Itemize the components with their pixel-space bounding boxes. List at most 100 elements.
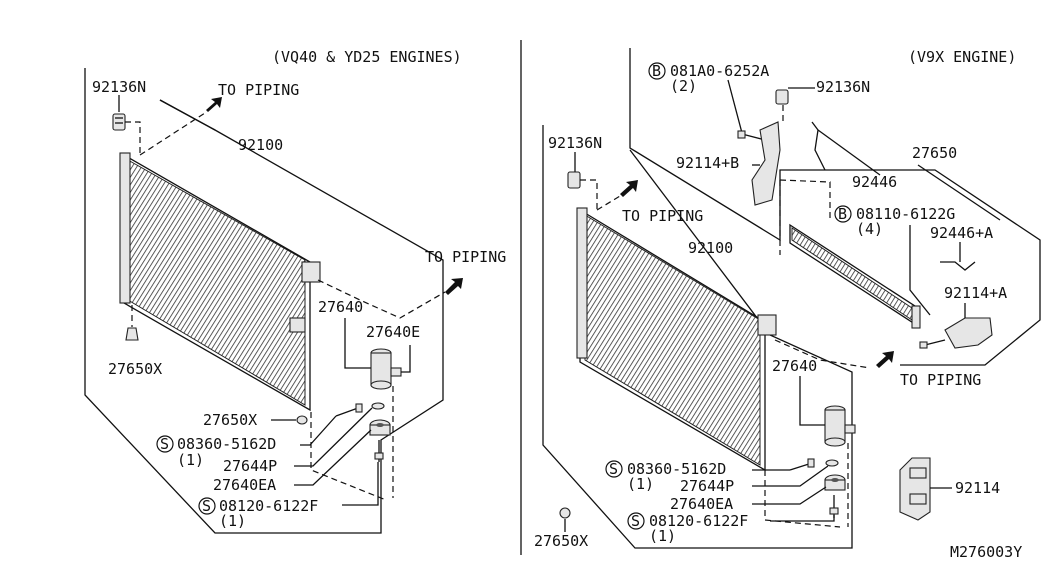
right-bolt-marker-08110-letter: B <box>838 205 847 223</box>
right-label-92114A: 92114+A <box>944 284 1007 302</box>
right-washer-27644P-icon <box>825 459 839 467</box>
left-label-08360-qty: (1) <box>177 451 204 469</box>
right-label-081A0-qty: (2) <box>670 77 697 95</box>
right-bolt-92114A-icon <box>919 339 946 349</box>
right-dash-assembly-left <box>764 470 841 528</box>
left-label-27644P: 27644P <box>223 457 277 475</box>
left-dash-piping-right <box>317 279 446 319</box>
right-panel-heading: (V9X ENGINE) <box>908 48 1016 66</box>
right-label-to-piping-right: TO PIPING <box>900 371 981 389</box>
left-label-92136N: 92136N <box>92 78 146 96</box>
right-leader-27644P <box>752 465 829 487</box>
right-label-92114: 92114 <box>955 479 1000 497</box>
left-label-27650X-lower: 27650X <box>203 411 257 429</box>
right-dash-92136N-left <box>580 179 598 210</box>
right-label-08120-qty: (1) <box>649 527 676 545</box>
right-label-27640: 27640 <box>772 357 817 375</box>
right-label-92446A: 92446+A <box>930 224 993 242</box>
left-screw-marker-08360 <box>156 435 174 453</box>
right-bolt-marker-08110 <box>834 205 852 223</box>
left-bolt-08120-icon <box>374 440 384 462</box>
left-leader-27640 <box>344 318 371 369</box>
left-condenser-bracket-lower <box>289 317 306 333</box>
left-label-08120-qty: (1) <box>219 512 246 530</box>
left-label-92100: 92100 <box>238 136 283 154</box>
left-label-to-piping-right: TO PIPING <box>425 248 506 266</box>
left-clip-92136N-icon <box>112 113 126 131</box>
right-dash-piping-top <box>596 195 621 211</box>
right-bolt-marker-081A0-letter: B <box>652 62 661 80</box>
left-dash-piping-top <box>139 112 206 156</box>
right-bolt-marker-081A0 <box>648 62 666 80</box>
right-clip-92136N-top-icon <box>775 89 789 105</box>
right-pipe-92446-icon <box>811 121 826 171</box>
right-to-piping-top-arrow <box>620 180 638 197</box>
left-to-piping-right-arrow <box>445 278 463 295</box>
left-leader-27640EA <box>294 429 372 486</box>
left-panel: (VQ40 & YD25 ENGINES) 92136N TO PIPING T… <box>84 48 506 534</box>
right-leader-92446 <box>817 129 881 176</box>
right-leader-08120 <box>770 515 835 522</box>
right-label-92100: 92100 <box>688 239 733 257</box>
left-dash-92136N <box>125 121 141 155</box>
right-label-27640EA: 27640EA <box>670 495 733 513</box>
left-rubber-27650X-upper-icon <box>125 327 139 341</box>
diagram-id: M276003Y <box>950 543 1022 561</box>
right-dash-piping-right <box>774 339 871 369</box>
right-label-08360: 08360-5162D <box>627 460 726 478</box>
right-label-27650X: 27650X <box>534 532 588 550</box>
left-condenser-tank <box>119 152 131 304</box>
right-clip-92136N-left-icon <box>567 171 581 189</box>
right-label-08120: 08120-6122F <box>649 512 748 530</box>
right-leader-27640 <box>799 376 825 426</box>
right-label-to-piping-top: TO PIPING <box>622 207 703 225</box>
right-label-08110: 08110-6122G <box>856 205 955 223</box>
left-to-piping-top-arrow <box>206 97 222 112</box>
right-label-92136N-top: 92136N <box>816 78 870 96</box>
left-label-27640E: 27640E <box>366 323 420 341</box>
left-label-08120: 08120-6122F <box>219 497 318 515</box>
right-to-piping-right-arrow <box>876 351 894 368</box>
right-panel: (V9X ENGINE) B 081A0-6252A (2) 92136N 92… <box>534 48 1041 561</box>
right-label-08360-qty: (1) <box>627 475 654 493</box>
left-leader-08120 <box>342 462 379 506</box>
right-bolt-08120-icon <box>829 495 839 518</box>
right-filter-27640EA-icon <box>824 474 846 491</box>
left-filter-27640EA-icon <box>369 419 391 436</box>
left-screw-marker-08120 <box>198 497 216 515</box>
right-screw-marker-08360-letter: S <box>609 460 618 478</box>
right-label-27650: 27650 <box>912 144 957 162</box>
right-leader-081A0 <box>727 79 743 134</box>
right-rubber-27650X-icon <box>559 507 571 519</box>
right-bracket-92114-icon <box>899 457 931 521</box>
right-condenser-bracket <box>757 314 777 336</box>
left-rubber-27650X-lower-icon <box>296 415 308 425</box>
left-label-27650X-upper: 27650X <box>108 360 162 378</box>
right-dash-upper-bracket <box>779 179 831 220</box>
right-label-27644P: 27644P <box>680 477 734 495</box>
right-leader-27650 <box>917 164 1001 221</box>
left-leader-92100 <box>159 99 216 131</box>
right-pipe-92446A-icon <box>940 261 976 271</box>
right-label-081A0: 081A0-6252A <box>670 62 769 80</box>
left-label-27640: 27640 <box>318 298 363 316</box>
right-condenser-core <box>584 214 761 466</box>
left-condenser-bracket <box>301 261 321 283</box>
left-panel-heading: (VQ40 & YD25 ENGINES) <box>272 48 462 66</box>
left-leader-08360 <box>300 415 337 446</box>
left-outline-frame <box>84 68 444 534</box>
left-leader-27644P <box>294 407 373 467</box>
right-bracket-92114B-icon <box>751 121 781 206</box>
left-label-08360: 08360-5162D <box>177 435 276 453</box>
right-subcondenser-end-cap <box>911 305 921 329</box>
right-bolt-08360-icon <box>789 458 815 471</box>
right-screw-marker-08120-letter: S <box>631 512 640 530</box>
right-outline-frame-upper <box>629 48 1041 366</box>
right-label-92114B: 92114+B <box>676 154 739 172</box>
left-label-27640EA: 27640EA <box>213 476 276 494</box>
left-leader-27640E <box>401 345 411 373</box>
right-label-92446: 92446 <box>852 173 897 191</box>
right-receiver-drier-27640-icon <box>824 405 856 447</box>
left-receiver-drier-27640-icon <box>370 348 402 390</box>
